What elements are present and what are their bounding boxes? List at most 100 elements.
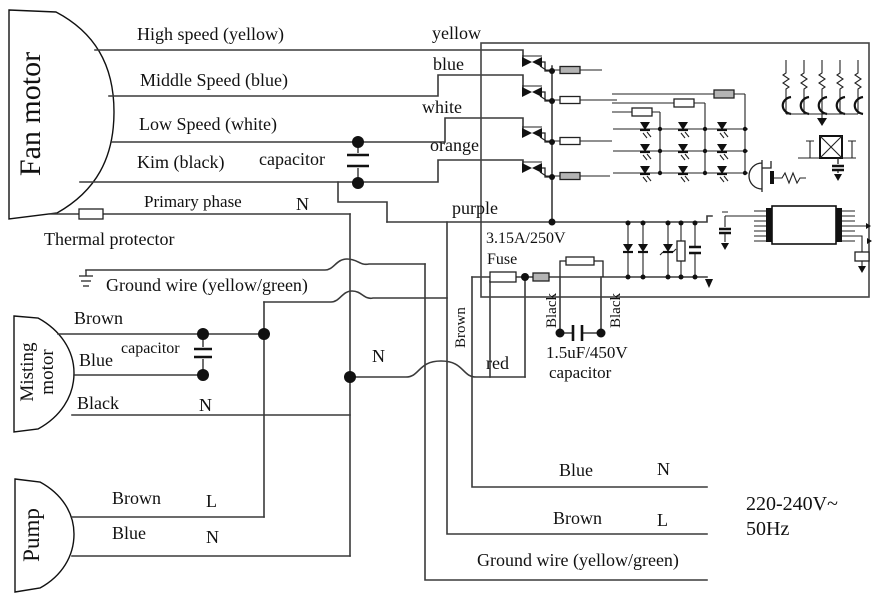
triac-2 xyxy=(522,85,617,105)
crystal-ground-arrow xyxy=(834,174,842,181)
label-pump-n: N xyxy=(206,527,219,547)
l-riser xyxy=(446,221,708,535)
fan-labels: High speed (yellow) Middle Speed (blue) … xyxy=(44,24,325,296)
triacs xyxy=(522,55,617,181)
label-cord-ground: Ground wire (yellow/green) xyxy=(477,550,679,571)
label-cord-brown: Brown xyxy=(553,508,602,528)
junction-dot xyxy=(549,139,555,145)
ic-ground-arrow xyxy=(858,266,866,273)
zener-diode xyxy=(659,223,677,277)
junction-dot xyxy=(197,328,209,340)
ic-pin-block-right xyxy=(836,208,842,242)
label-fan-capacitor: capacitor xyxy=(259,149,325,169)
buzzer-symbol xyxy=(748,160,772,192)
key-column xyxy=(781,60,792,116)
label-cord-brown-l: L xyxy=(657,510,668,530)
ic-pins-left xyxy=(754,210,766,242)
label-misting-brown: Brown xyxy=(74,308,123,328)
ic-arrow-1 xyxy=(866,223,871,229)
pump-title: Pump xyxy=(19,508,44,562)
fan-capacitor-plates xyxy=(347,153,369,168)
fuse-rail-ground-arrow xyxy=(705,279,713,288)
misting-motor-body xyxy=(13,315,75,433)
label-kim: Kim (black) xyxy=(137,152,224,173)
ic-pins-right xyxy=(842,210,866,242)
label-n-mid: N xyxy=(372,346,385,366)
junction-dot xyxy=(678,220,684,226)
junction-dot xyxy=(657,148,663,154)
junction-dot xyxy=(555,328,565,338)
label-cap: capacitor xyxy=(549,363,612,382)
label-pump-l: L xyxy=(206,491,217,511)
junction-dot xyxy=(702,126,708,132)
junction-dot xyxy=(549,98,555,104)
label-fuse-rating: 3.15A/250V xyxy=(486,230,566,247)
junction-dot xyxy=(702,170,708,176)
resistor-vertical xyxy=(676,223,686,277)
junction-dot xyxy=(548,218,556,226)
label-orange: orange xyxy=(430,135,479,155)
keypad-ground-arrow xyxy=(817,118,827,126)
crystal-x xyxy=(819,135,843,159)
triac-3 xyxy=(522,126,612,146)
junction-dot xyxy=(665,274,671,280)
label-pump-blue: Blue xyxy=(112,523,146,543)
junction-dot xyxy=(521,273,529,281)
label-yellow: yellow xyxy=(432,23,481,43)
label-cap-value: 1.5uF/450V xyxy=(546,343,628,362)
label-white: white xyxy=(422,97,462,117)
capacitor-vertical xyxy=(689,223,701,277)
ic-chip xyxy=(754,205,872,273)
buzzer xyxy=(748,160,806,192)
pump-body xyxy=(14,478,75,593)
junction-dot xyxy=(640,274,646,280)
junction-dot xyxy=(678,274,684,280)
label-pump-brown: Brown xyxy=(112,488,161,508)
board-labels: yellow blue white orange purple 3.15A/25… xyxy=(372,23,628,382)
wire-middle-speed xyxy=(108,74,524,97)
fan-motor-title: Fan motor xyxy=(14,52,47,176)
misting-title-1: Misting xyxy=(17,342,38,402)
junction-dot xyxy=(258,328,270,340)
l-branch xyxy=(263,290,448,303)
junction-dot xyxy=(742,126,748,132)
key-column xyxy=(817,60,828,116)
misting-title-2: motor xyxy=(37,349,58,395)
junction-dot xyxy=(549,174,555,180)
crystal-right-resistor xyxy=(848,140,856,158)
ic-output-chain xyxy=(855,235,863,266)
junction-dot xyxy=(692,220,698,226)
led-matrix xyxy=(612,89,748,183)
ground-riser xyxy=(424,263,708,581)
matrix-feed-3 xyxy=(612,111,661,173)
crystal-circuit xyxy=(798,135,856,181)
thermal-protector-symbol xyxy=(78,208,104,220)
wire-low-speed xyxy=(111,117,524,143)
wire-purple-tap xyxy=(337,181,388,223)
blue-riser xyxy=(471,276,708,488)
label-ground-wire-top: Ground wire (yellow/green) xyxy=(106,275,308,296)
series-resistor xyxy=(532,272,550,282)
ic-decoupling-cap xyxy=(719,211,754,250)
label-primary-n: N xyxy=(296,194,309,214)
fan-motor-body xyxy=(8,9,115,220)
keypad-block xyxy=(781,60,864,126)
run-capacitor-leads xyxy=(559,276,602,334)
n-branch xyxy=(349,360,526,378)
label-high-speed: High speed (yellow) xyxy=(137,24,284,45)
junction-dot xyxy=(665,220,671,226)
power-section xyxy=(623,211,754,277)
matrix-feed-2 xyxy=(612,102,706,173)
bleed-resistor-loop xyxy=(559,260,604,277)
junction-dot xyxy=(352,136,364,148)
diode-1 xyxy=(623,223,633,277)
ic-arrow-2 xyxy=(867,238,872,244)
ground-symbol xyxy=(79,270,93,287)
ic-body xyxy=(771,205,837,245)
junction-dot xyxy=(596,328,606,338)
junction-dots xyxy=(197,68,748,383)
key-column xyxy=(853,60,864,116)
label-cord-blue-n: N xyxy=(657,459,670,479)
junction-dot xyxy=(549,68,555,74)
